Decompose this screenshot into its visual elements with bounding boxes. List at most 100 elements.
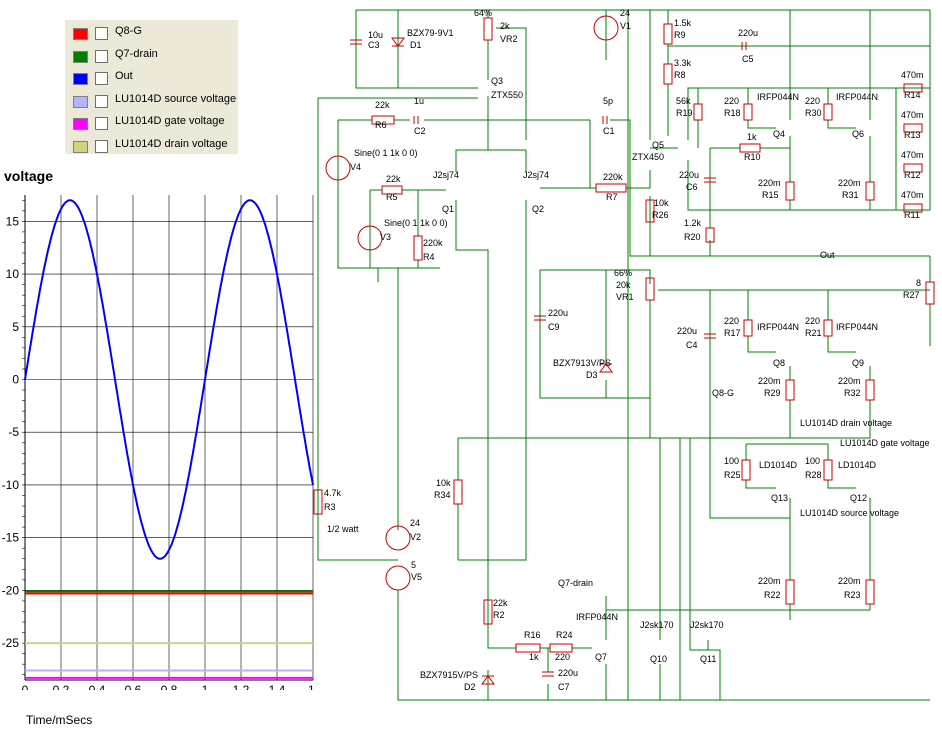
component-label: 100 — [724, 456, 739, 466]
x-tick-label: 0 — [22, 683, 29, 690]
component-label: R32 — [844, 388, 861, 398]
component-label: C7 — [558, 682, 570, 692]
component-label: 470m — [901, 190, 924, 200]
component-label: 220 — [805, 316, 820, 326]
component-label: 220 — [724, 96, 739, 106]
component-label: BZX79-9V1 — [407, 28, 454, 38]
component-label: 10k — [654, 198, 669, 208]
legend-item[interactable]: LU1014D drain voltage — [65, 137, 238, 157]
component-label: Q8 — [773, 358, 785, 368]
component-label: R28 — [805, 470, 822, 480]
legend-swatch — [73, 73, 88, 85]
y-tick-label: -25 — [2, 636, 20, 650]
legend-checkbox[interactable] — [95, 94, 108, 108]
component-label: 10u — [368, 30, 383, 40]
component-label: 22k — [386, 174, 401, 184]
x-tick-label: 1.4 — [269, 683, 286, 690]
component-label: Sine(0 1 1k 0 0) — [384, 218, 448, 228]
component-label: ZTX450 — [632, 152, 664, 162]
component-label: R11 — [904, 210, 920, 220]
component-label: R10 — [744, 152, 761, 162]
component-label: 220m — [838, 576, 861, 586]
legend-checkbox[interactable] — [95, 49, 108, 63]
legend-swatch — [73, 50, 88, 63]
legend-item[interactable]: Q7-drain — [65, 47, 238, 67]
component-label: 8 — [916, 278, 921, 288]
x-tick-label: 0.4 — [89, 683, 106, 690]
component-label: R4 — [423, 252, 435, 262]
component-label: 1k — [747, 132, 757, 142]
legend-item[interactable]: LU1014D source voltage — [65, 92, 238, 112]
component-label: 220m — [838, 376, 861, 386]
legend-swatch — [73, 28, 88, 40]
series-line — [24, 199, 314, 560]
component-label: 220 — [805, 96, 820, 106]
component-label: 66% — [614, 268, 632, 278]
y-tick-label: -15 — [2, 531, 20, 545]
component-label: Q2 — [532, 204, 544, 214]
chart-title: voltage — [4, 168, 54, 184]
component-label: LD1014D — [759, 460, 798, 470]
component-label: Q6 — [852, 129, 864, 139]
legend-item[interactable]: LU1014D gate voltage — [65, 114, 238, 134]
component-label: R27 — [903, 290, 920, 300]
component-label: 220k — [423, 238, 443, 248]
component-label: 220m — [758, 576, 781, 586]
component-label: J2sj74 — [523, 170, 549, 180]
component-label: 220u — [679, 170, 699, 180]
component-label: R6 — [375, 120, 387, 130]
component-label: Q9 — [852, 358, 864, 368]
component-label: 22k — [493, 598, 508, 608]
component-label: 220m — [758, 376, 781, 386]
x-tick-label: 0.8 — [161, 683, 178, 690]
legend-item[interactable]: Out — [65, 69, 238, 89]
component-label: R12 — [904, 170, 921, 180]
legend-label: Out — [115, 70, 133, 82]
legend-checkbox[interactable] — [95, 139, 108, 153]
component-label: 220m — [758, 178, 781, 188]
legend-label: LU1014D source voltage — [115, 92, 237, 105]
component-label: 470m — [901, 110, 924, 120]
component-label: R16 — [524, 630, 541, 640]
legend-checkbox[interactable] — [95, 117, 108, 130]
component-label: C9 — [548, 322, 560, 332]
component-label: J2sk170 — [640, 620, 674, 630]
y-tick-label: 15 — [6, 214, 20, 228]
legend-checkbox[interactable] — [95, 72, 108, 85]
component-label: 24 — [620, 8, 630, 18]
legend-swatch — [73, 118, 88, 130]
component-label: 220u — [548, 308, 568, 318]
component-label: 1/2 watt — [327, 524, 359, 534]
component-label: 100 — [805, 456, 820, 466]
component-label: 1.2k — [684, 218, 702, 228]
component-label: R31 — [842, 190, 859, 200]
component-label: IRFP044N — [836, 322, 878, 332]
component-label: 1u — [414, 96, 424, 106]
x-tick-label: 1.2 — [233, 683, 250, 690]
legend-checkbox[interactable] — [95, 27, 108, 40]
component-label: Q1 — [442, 204, 454, 214]
component-label: D2 — [464, 682, 476, 692]
component-label: R5 — [386, 192, 398, 202]
legend-label: LU1014D drain voltage — [115, 137, 228, 150]
component-label: R29 — [764, 388, 781, 398]
component-label: R17 — [724, 328, 741, 338]
component-label: R14 — [904, 90, 921, 100]
component-label: C3 — [368, 40, 380, 50]
schematic-wires — [317, 9, 931, 701]
component-label: 22k — [375, 100, 390, 110]
component-label: LD1014D — [838, 460, 877, 470]
schematic-components — [313, 15, 935, 685]
component-label: VR1 — [616, 292, 634, 302]
legend-label: Q7-drain — [115, 47, 158, 60]
component-label: Q13 — [771, 493, 788, 503]
component-label: R23 — [844, 590, 861, 600]
component-label: 5 — [411, 560, 416, 570]
legend-item[interactable]: Q8-G — [65, 24, 238, 44]
component-label: R13 — [904, 130, 921, 140]
component-label: Q11 — [700, 654, 716, 664]
component-label: V5 — [411, 572, 422, 582]
component-label: Q10 — [650, 654, 667, 664]
component-label: Q8-G — [712, 388, 734, 398]
